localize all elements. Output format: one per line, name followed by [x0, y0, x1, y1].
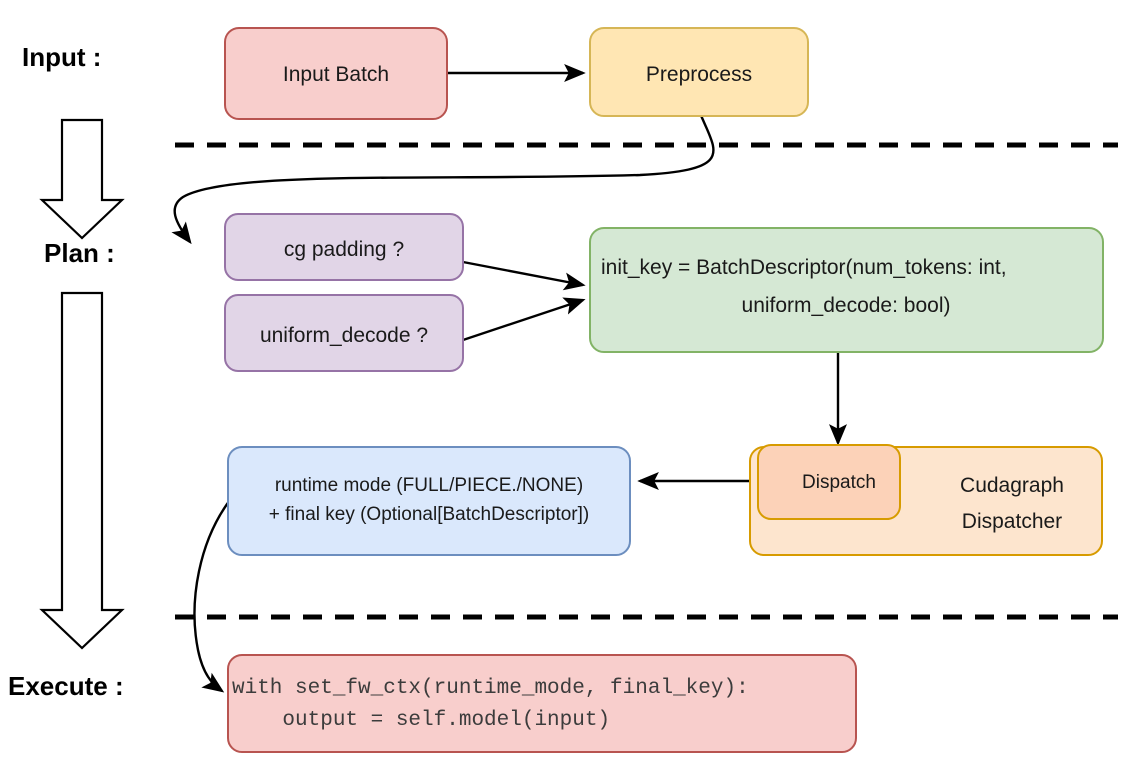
node-init-key-line1: init_key = BatchDescriptor(num_tokens: i… — [601, 256, 1007, 279]
node-cudagraph-dispatcher-line2: Dispatcher — [962, 510, 1062, 533]
stage-label-input: Input : — [22, 42, 101, 72]
input-to-plan-flow-arrow — [39, 118, 125, 240]
node-uniform-decode-label: uniform_decode ? — [260, 324, 428, 347]
node-input-batch-shape — [224, 27, 448, 120]
edge-cg-padding-to-init-key — [462, 260, 586, 291]
node-execute-code[interactable]: with set_fw_ctx(runtime_mode, final_key)… — [227, 654, 857, 753]
node-cg-padding-shape — [224, 213, 464, 281]
node-execute-code-line1: with set_fw_ctx(runtime_mode, final_key)… — [232, 677, 749, 700]
node-dispatch[interactable]: Dispatch — [757, 444, 901, 520]
node-dispatch-shape — [757, 444, 901, 520]
node-init-key-shape — [589, 227, 1104, 353]
node-input-batch-label: Input Batch — [283, 63, 389, 86]
plan-to-execute-flow-arrow — [39, 291, 125, 650]
node-preprocess-label: Preprocess — [646, 63, 752, 86]
node-runtime-mode-line1: runtime mode (FULL/PIECE./NONE) — [275, 475, 583, 496]
node-execute-code-shape — [227, 654, 857, 753]
node-cg-padding-label: cg padding ? — [284, 238, 404, 261]
node-cg-padding[interactable]: cg padding ? — [224, 213, 464, 281]
node-cudagraph-dispatcher-line1: Cudagraph — [960, 474, 1064, 497]
node-execute-code-line2: output = self.model(input) — [232, 709, 610, 732]
node-preprocess[interactable]: Preprocess — [589, 27, 809, 117]
edge-preprocess-to-cg-padding — [171, 112, 715, 245]
node-init-key[interactable]: init_key = BatchDescriptor(num_tokens: i… — [589, 227, 1104, 353]
stage-label-plan: Plan : — [44, 238, 115, 268]
stage-label-execute: Execute : — [8, 671, 124, 701]
edge-uniform-decode-to-init-key — [462, 297, 586, 342]
node-uniform-decode-shape — [224, 294, 464, 372]
node-uniform-decode[interactable]: uniform_decode ? — [224, 294, 464, 372]
node-init-key-line2: uniform_decode: bool) — [742, 294, 951, 317]
node-dispatch-label: Dispatch — [802, 472, 876, 493]
node-preprocess-shape — [589, 27, 809, 117]
edge-runtime-mode-to-execute-code — [193, 499, 231, 693]
node-input-batch[interactable]: Input Batch — [224, 27, 448, 120]
node-runtime-mode-line2: + final key (Optional[BatchDescriptor]) — [269, 504, 590, 525]
node-runtime-mode-shape — [227, 446, 631, 556]
node-runtime-mode[interactable]: runtime mode (FULL/PIECE./NONE) + final … — [227, 446, 631, 556]
